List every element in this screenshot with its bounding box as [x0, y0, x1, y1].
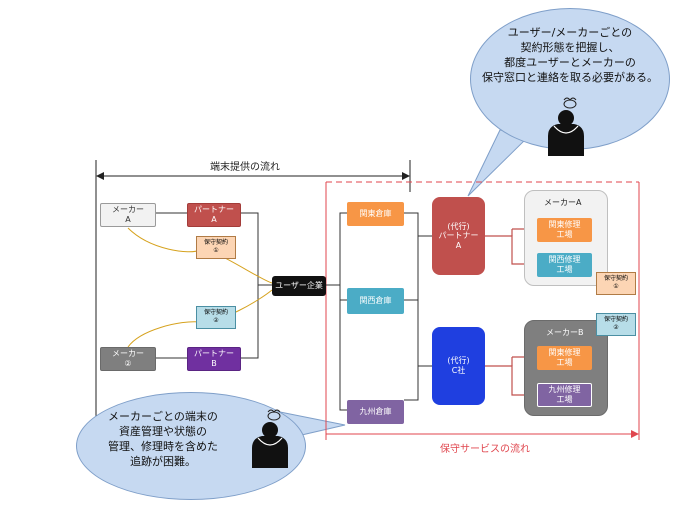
- maker-b-kyushu-factory: 九州修理 工場: [537, 383, 592, 407]
- kanto-warehouse-box: 関東倉庫: [347, 202, 404, 226]
- kyushu-warehouse-box: 九州倉庫: [347, 400, 404, 424]
- user-company-box: ユーザー企業: [272, 276, 326, 296]
- terminal-flow-arrow-right-head: [402, 172, 410, 180]
- terminal-flow-arrow-left-head: [96, 172, 104, 180]
- terminal-flow-label: 端末提供の流れ: [210, 162, 280, 173]
- top-bubble-text: ユーザー/メーカーごとの 契約形態を把握し、 都度ユーザーとメーカーの 保守窓口…: [482, 26, 658, 84]
- connector-warehouses-agent-a: [404, 212, 419, 401]
- agent-c-company-box: (代行) C社: [432, 327, 485, 405]
- contract-doc-2: 保守契約 ②: [196, 306, 236, 329]
- contract-doc-1: 保守契約 ①: [196, 236, 236, 259]
- maintenance-flow-label: 保守サービスの流れ: [440, 444, 530, 455]
- maker-a-group-label: メーカーA: [544, 198, 582, 207]
- thinking-person-icon: [548, 97, 584, 156]
- maker-a-kansai-factory: 関西修理 工場: [537, 253, 592, 277]
- maker-a-contract-doc: 保守契約 ①: [596, 272, 636, 295]
- maker-b-kanto-factory: 関東修理 工場: [537, 346, 592, 370]
- maintenance-flow-arrow-head: [631, 430, 639, 438]
- connector-warehouse-bus: [339, 212, 347, 411]
- maker-a-box: メーカー A: [100, 203, 156, 227]
- maker-a-kanto-factory: 関東修理 工場: [537, 218, 592, 242]
- connector-partners-user: [240, 212, 259, 359]
- agent-partner-a-box: (代行) パートナー A: [432, 197, 485, 275]
- partner-b-box: パートナー B: [187, 347, 241, 371]
- kansai-warehouse-box: 関西倉庫: [347, 288, 404, 314]
- maker-2-box: メーカー ②: [100, 347, 156, 371]
- maker-b-group-label: メーカーB: [546, 328, 584, 337]
- maker-b-contract-doc: 保守契約 ②: [596, 313, 636, 336]
- bottom-bubble-text: メーカーごとの端末の 資産管理や状態の 管理、修理時を含めた 追跡が困難。: [108, 410, 218, 468]
- thinking-person-icon: [252, 409, 288, 468]
- partner-a-box: パートナー A: [187, 203, 241, 227]
